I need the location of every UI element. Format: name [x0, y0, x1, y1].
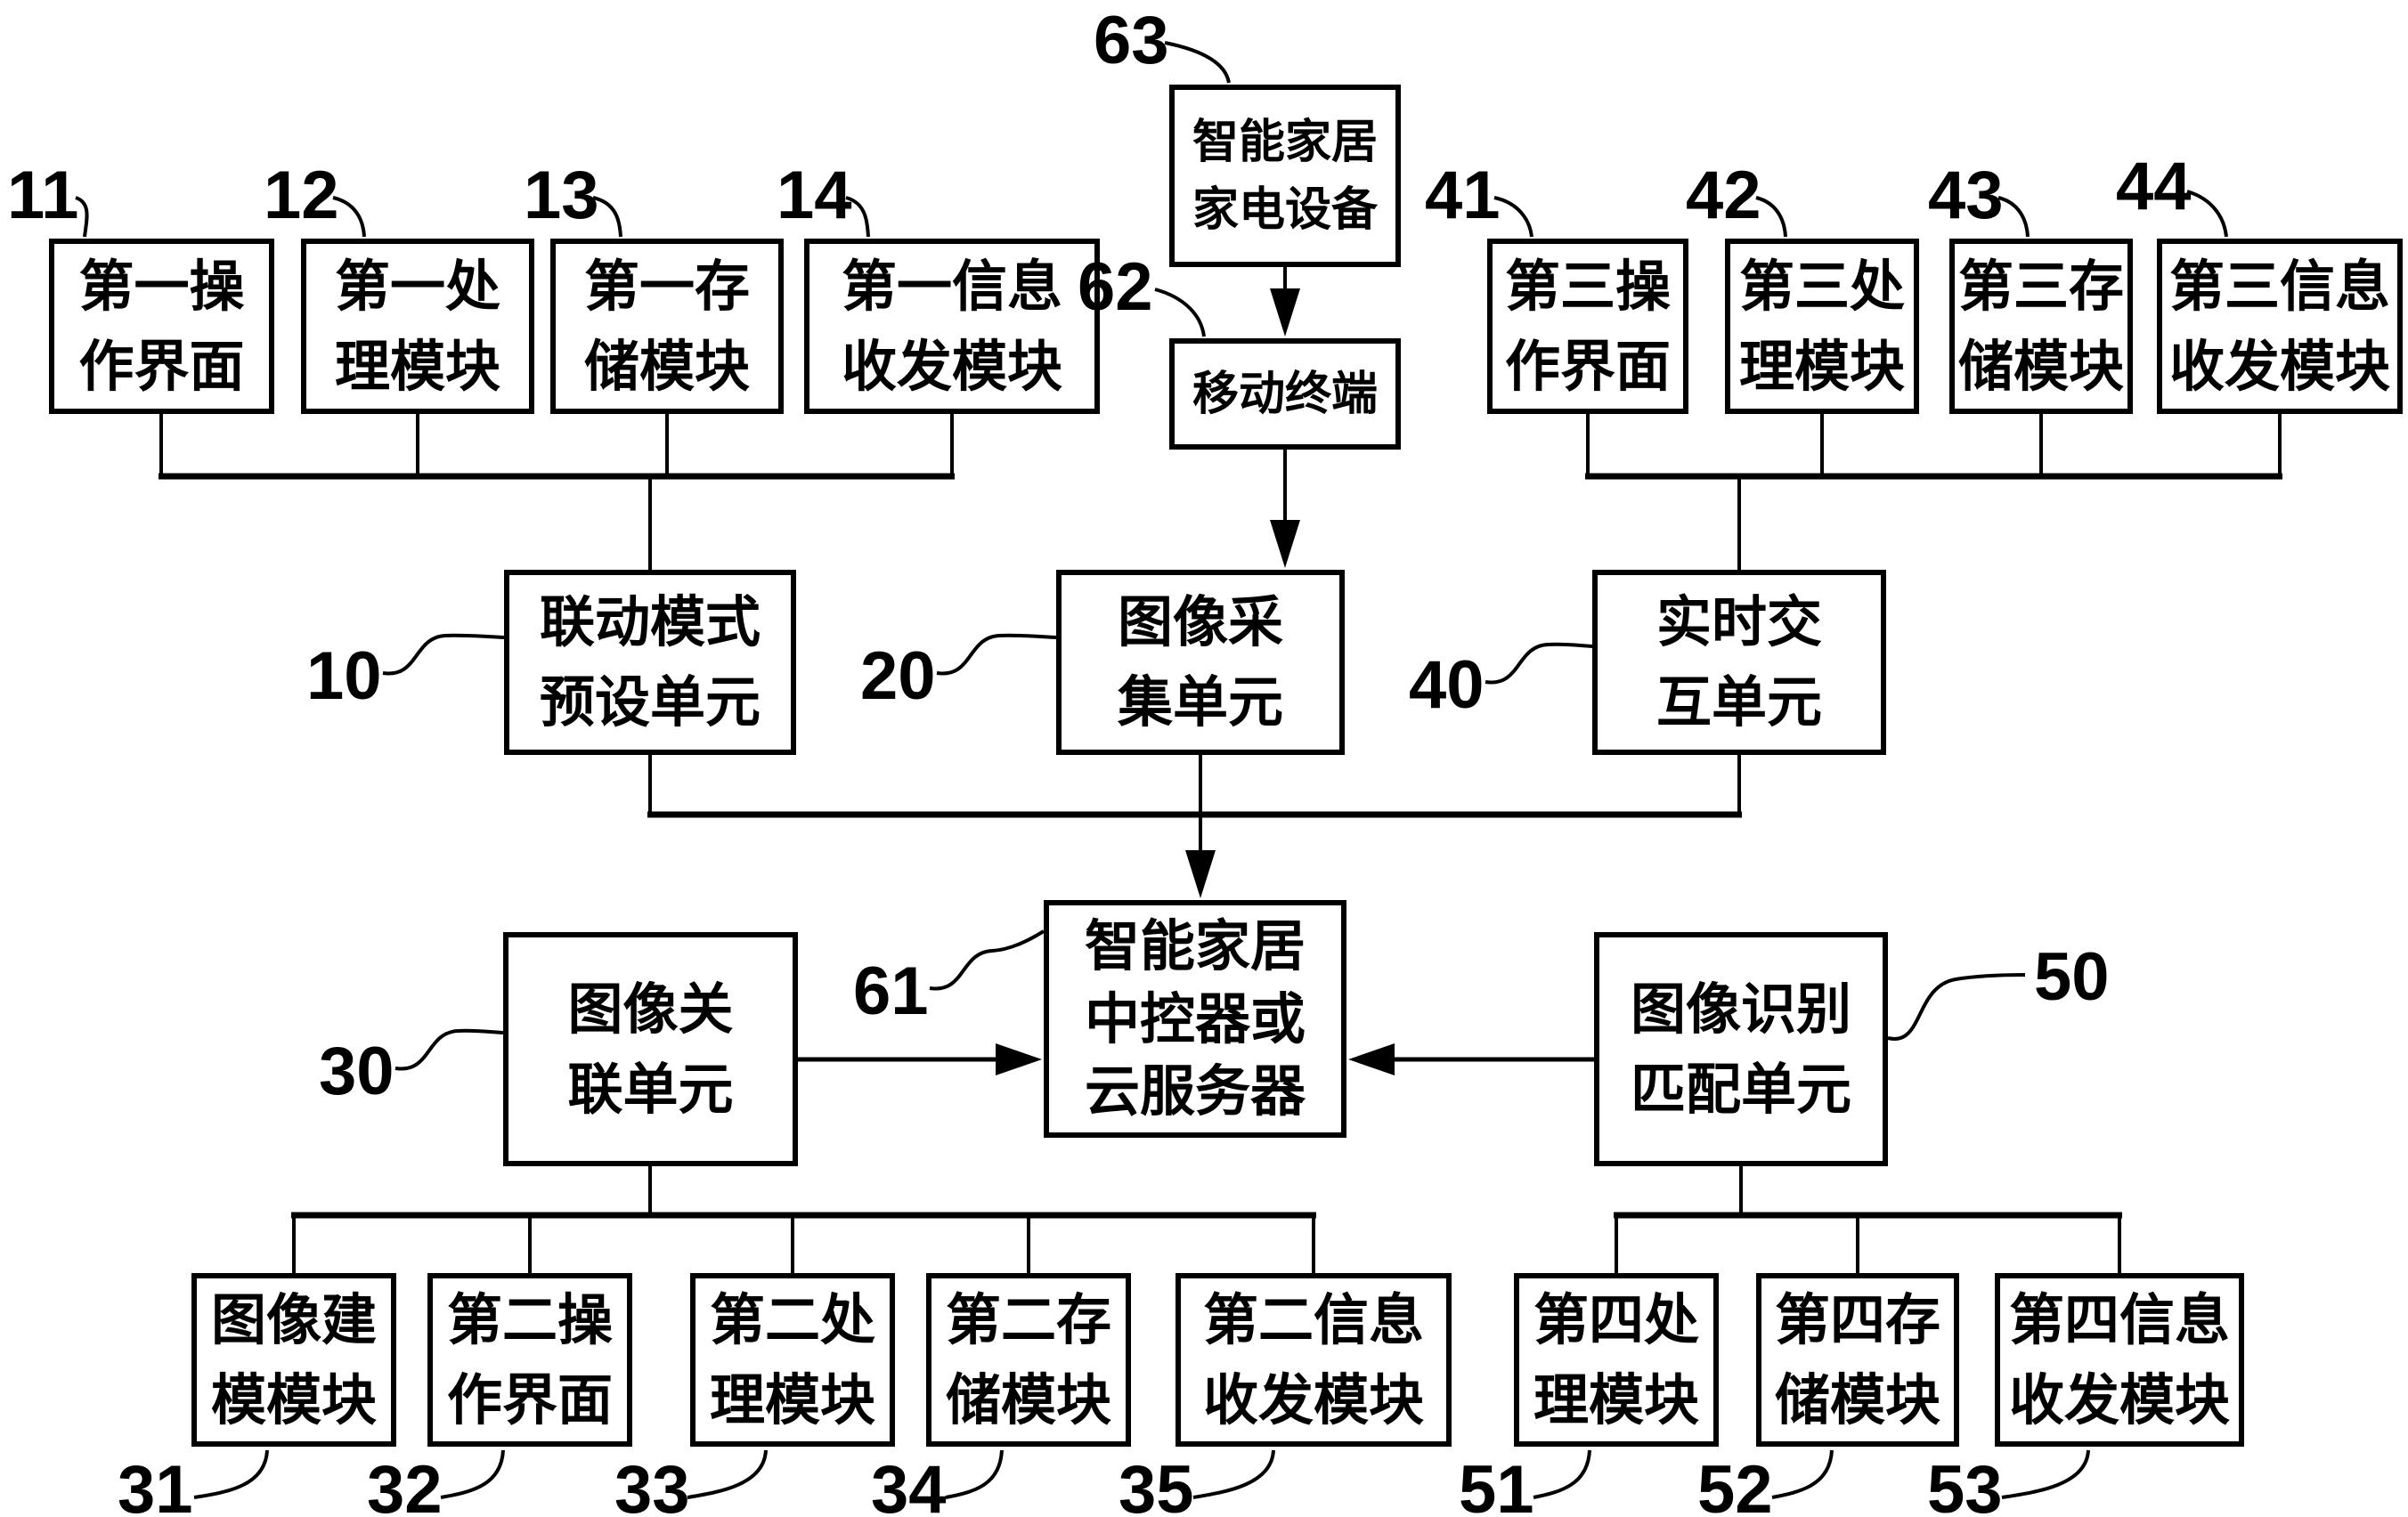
ref-label-14: 14: [777, 158, 852, 233]
ref-label-34: 34: [871, 1452, 947, 1517]
ref-label-11: 11: [7, 158, 79, 233]
box-third-operation-interface-text: 第三操 作界面: [1504, 253, 1671, 399]
box-image-capture-unit: 图像采 集单元: [1056, 570, 1345, 755]
arrow-recognition-to-controller: [1348, 1043, 1594, 1075]
box-image-capture-unit-text: 图像采 集单元: [1117, 589, 1283, 734]
box-first-storage-module: 第一存 储模块: [550, 239, 784, 414]
arrow-association-to-controller: [798, 1043, 1042, 1075]
box-third-storage-module: 第三存 储模块: [1949, 239, 2133, 414]
box-third-storage-module-text: 第三存 储模块: [1957, 253, 2124, 399]
ref-label-12: 12: [264, 158, 339, 233]
ref-label-63: 63: [1094, 3, 1169, 78]
box-second-storage-module: 第二存 储模块: [926, 1273, 1131, 1447]
box-second-processing-module: 第二处 理模块: [690, 1273, 895, 1447]
box-image-recognition-matching-unit-text: 图像识别 匹配单元: [1630, 976, 1851, 1122]
box-fourth-storage-module: 第四存 储模块: [1756, 1273, 1959, 1447]
arrow-terminal-to-capture: [1270, 450, 1300, 568]
ref-label-53: 53: [1927, 1452, 2003, 1517]
bus-group3-top-right: [1585, 414, 2282, 570]
box-first-operation-interface-text: 第一操 作界面: [78, 253, 245, 399]
box-first-transceiver-module: 第一信息 收发模块: [804, 239, 1100, 414]
bus-group1-top-left: [159, 414, 955, 570]
box-fourth-transceiver-module: 第四信息 收发模块: [1995, 1273, 2244, 1447]
box-image-modeling-module-text: 图像建 模模块: [210, 1286, 377, 1432]
box-second-processing-module-text: 第二处 理模块: [709, 1286, 875, 1432]
ref-label-43: 43: [1928, 158, 2004, 233]
box-realtime-interaction-unit: 实时交 互单元: [1592, 570, 1886, 755]
box-image-modeling-module: 图像建 模模块: [191, 1273, 396, 1447]
box-image-recognition-matching-unit: 图像识别 匹配单元: [1594, 932, 1888, 1166]
box-realtime-interaction-unit-text: 实时交 互单元: [1656, 589, 1822, 734]
ref-label-50: 50: [2034, 939, 2110, 1015]
box-second-operation-interface: 第二操 作界面: [427, 1273, 632, 1447]
ref-label-10: 10: [306, 638, 382, 714]
box-mobile-terminal: 移动终端: [1169, 338, 1401, 450]
box-third-operation-interface: 第三操 作界面: [1487, 239, 1688, 414]
ref-label-41: 41: [1425, 158, 1501, 233]
ref-label-61: 61: [853, 953, 929, 1029]
box-image-association-unit-text: 图像关 联单元: [567, 976, 734, 1122]
box-third-transceiver-module-text: 第三信息 收发模块: [2168, 253, 2390, 399]
ref-label-20: 20: [860, 638, 936, 714]
box-first-processing-module: 第一处 理模块: [301, 239, 534, 414]
box-first-operation-interface: 第一操 作界面: [49, 239, 274, 414]
bus-group4-bottom-right: [1614, 1166, 2122, 1273]
ref-label-33: 33: [614, 1452, 690, 1517]
ref-label-52: 52: [1697, 1452, 1773, 1517]
box-first-storage-module-text: 第一存 储模块: [583, 253, 750, 399]
ref-label-42: 42: [1686, 158, 1761, 233]
ref-label-32: 32: [367, 1452, 443, 1517]
arrow-device-to-terminal: [1270, 267, 1300, 337]
bus-mid-units: [647, 755, 1742, 898]
ref-label-62: 62: [1078, 249, 1153, 325]
box-smart-home-appliance: 智能家居 家电设备: [1169, 85, 1401, 267]
box-second-transceiver-module-text: 第二信息 收发模块: [1202, 1286, 1424, 1432]
box-smart-home-appliance-text: 智能家居 家电设备: [1192, 115, 1378, 237]
ref-label-44: 44: [2116, 149, 2192, 224]
box-second-operation-interface-text: 第二操 作界面: [446, 1286, 613, 1432]
box-second-storage-module-text: 第二存 储模块: [945, 1286, 1111, 1432]
box-central-controller-cloud-server-text: 智能家居 中控器或 云服务器: [1084, 913, 1306, 1124]
box-fourth-processing-module-text: 第四处 理模块: [1533, 1286, 1699, 1432]
ref-label-51: 51: [1459, 1452, 1534, 1517]
ref-label-31: 31: [118, 1452, 193, 1517]
box-first-processing-module-text: 第一处 理模块: [334, 253, 500, 399]
box-second-transceiver-module: 第二信息 收发模块: [1176, 1273, 1452, 1447]
box-fourth-storage-module-text: 第四存 储模块: [1774, 1286, 1940, 1432]
ref-label-30: 30: [319, 1034, 395, 1109]
box-linkage-mode-preset-unit-text: 联动模式 预设单元: [539, 589, 761, 734]
ref-label-40: 40: [1409, 647, 1485, 723]
ref-label-35: 35: [1119, 1452, 1194, 1517]
bus-group2-bottom-left: [291, 1166, 1316, 1273]
box-fourth-processing-module: 第四处 理模块: [1514, 1273, 1719, 1447]
reference-leader-lines: [75, 41, 2228, 1499]
box-first-transceiver-module-text: 第一信息 收发模块: [841, 253, 1062, 399]
box-third-transceiver-module: 第三信息 收发模块: [2157, 239, 2403, 414]
box-image-association-unit: 图像关 联单元: [503, 932, 798, 1166]
box-third-processing-module-text: 第三处 理模块: [1738, 253, 1905, 399]
box-third-processing-module: 第三处 理模块: [1725, 239, 1919, 414]
box-mobile-terminal-text: 移动终端: [1192, 366, 1378, 421]
ref-label-13: 13: [524, 158, 599, 233]
box-central-controller-cloud-server: 智能家居 中控器或 云服务器: [1044, 900, 1346, 1138]
box-linkage-mode-preset-unit: 联动模式 预设单元: [504, 570, 796, 755]
box-fourth-transceiver-module-text: 第四信息 收发模块: [2008, 1286, 2230, 1432]
